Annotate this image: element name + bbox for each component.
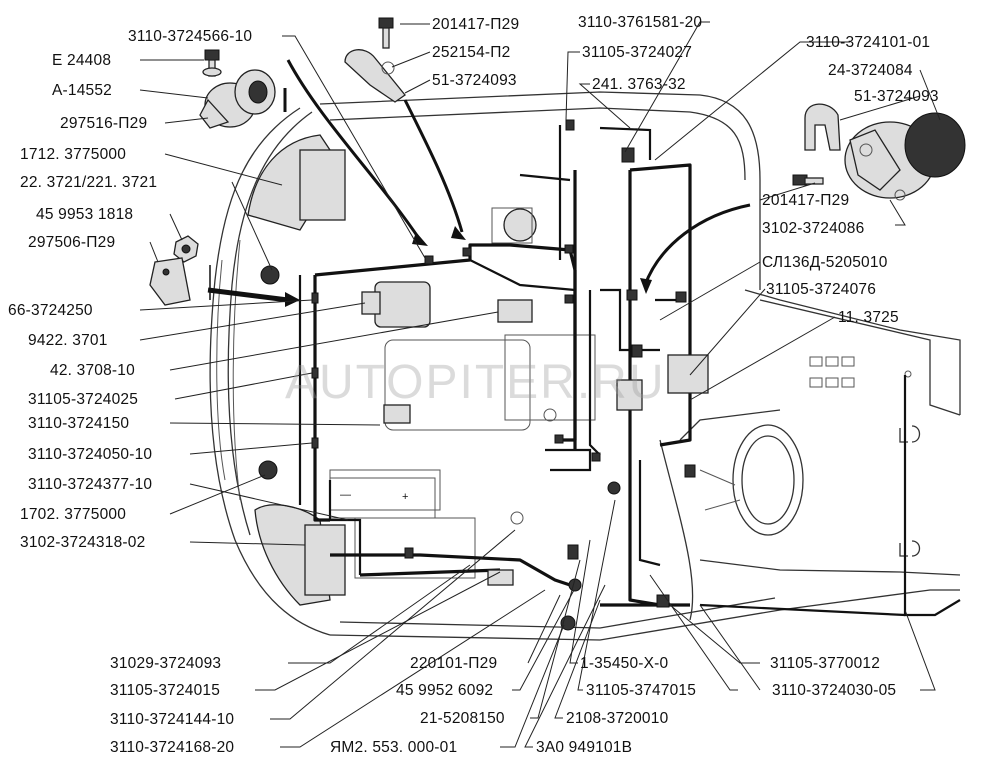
label-297516-p29: 297516-П29 — [60, 115, 147, 132]
grommet-right — [792, 103, 966, 201]
grommet-part — [199, 69, 276, 129]
label-yam2-553: ЯМ2. 553. 000-01 — [330, 739, 457, 756]
label-1702-3775000: 1702. 3775000 — [20, 506, 126, 523]
pointer-arrows — [207, 59, 751, 307]
battery: — + — [329, 477, 436, 519]
label-31105-3747015: 31105-3747015 — [586, 682, 696, 699]
headlamp-lower — [254, 460, 346, 606]
label-1712-3775000: 1712. 3775000 — [20, 146, 126, 163]
label-201417-p29-top: 201417-П29 — [432, 16, 519, 33]
label-31105-3724025: 31105-3724025 — [28, 391, 138, 408]
label-31105-3724027: 31105-3724027 — [582, 44, 692, 61]
label-45-9953-1818: 45 9953 1818 — [36, 206, 133, 223]
engine-block — [329, 334, 596, 579]
label-31105-3724076: 31105-3724076 — [766, 281, 876, 298]
clip-297506 — [149, 257, 191, 306]
bolt-e24408 — [202, 49, 222, 77]
label-21-5208150: 21-5208150 — [420, 710, 505, 727]
label-241-3763-32: 241. 3763-32 — [592, 76, 686, 93]
label-3110-3724030-05: 3110-3724030-05 — [772, 682, 896, 699]
label-11-3725: 11. 3725 — [838, 309, 899, 326]
label-9422-3701: 9422. 3701 — [28, 332, 108, 349]
label-e24408: E 24408 — [52, 52, 111, 69]
label-51-3724093-top: 51-3724093 — [432, 72, 517, 89]
label-42-3708-10: 42. 3708-10 — [50, 362, 135, 379]
sensor-round — [503, 208, 537, 242]
label-3110-3724101-01: 3110-3724101-01 — [806, 34, 930, 51]
label-3110-3724377-10: 3110-3724377-10 — [28, 476, 152, 493]
label-31029-3724093: 31029-3724093 — [110, 655, 221, 672]
label-2108-3720010: 2108-3720010 — [566, 710, 669, 727]
label-3110-3761581-20: 3110-3761581-20 — [578, 14, 702, 31]
headlamp-upper — [247, 134, 346, 285]
nut-45-9953 — [173, 235, 199, 263]
generator — [361, 281, 431, 328]
label-a14552: A-14552 — [52, 82, 112, 99]
label-45-9952-6092: 45 9952 6092 — [396, 682, 493, 699]
label-3110-3724150: 3110-3724150 — [28, 415, 129, 432]
label-sl136d-5205010: СЛ136Д-5205010 — [762, 254, 888, 271]
label-3102-3724086: 3102-3724086 — [762, 220, 864, 237]
watermark: AUTOPITER.RU — [285, 356, 665, 409]
label-24-3724084: 24-3724084 — [828, 62, 913, 79]
reservoir — [383, 404, 411, 424]
part-labels: 3110-3724566-10 E 24408 A-14552 297516-П… — [8, 14, 939, 756]
label-297506-p29: 297506-П29 — [28, 234, 115, 251]
label-31105-3770012: 31105-3770012 — [770, 655, 880, 672]
label-220101-p29: 220101-П29 — [410, 655, 497, 672]
leader-lines — [139, 21, 941, 748]
label-252154-p2: 252154-П2 — [432, 44, 510, 61]
label-66-3724250: 66-3724250 — [8, 302, 93, 319]
label-1-35450: 1-35450-Х-0 — [580, 655, 669, 672]
label-3110-3724168-20: 3110-3724168-20 — [110, 739, 234, 756]
label-51-3724093-right: 51-3724093 — [854, 88, 939, 105]
label-3110-3724566-10: 3110-3724566-10 — [128, 28, 252, 45]
steering-wheel — [699, 424, 804, 536]
label-22-3721: 22. 3721/221. 3721 — [20, 174, 157, 191]
clamp-top — [344, 17, 406, 103]
starter-relay — [497, 299, 533, 323]
label-3110-3724144-10: 3110-3724144-10 — [110, 711, 234, 728]
label-201417-p29-right: 201417-П29 — [762, 192, 849, 209]
label-3a0-949101v: 3А0 949101В — [536, 739, 632, 756]
svg-text:+: + — [402, 491, 409, 503]
svg-text:—: — — [340, 489, 351, 501]
door-hinges — [899, 370, 921, 557]
label-31105-3724015: 31105-3724015 — [110, 682, 220, 699]
dash-switches — [809, 356, 855, 388]
label-3102-3724318-02: 3102-3724318-02 — [20, 534, 145, 551]
label-3110-3724050-10: 3110-3724050-10 — [28, 446, 152, 463]
